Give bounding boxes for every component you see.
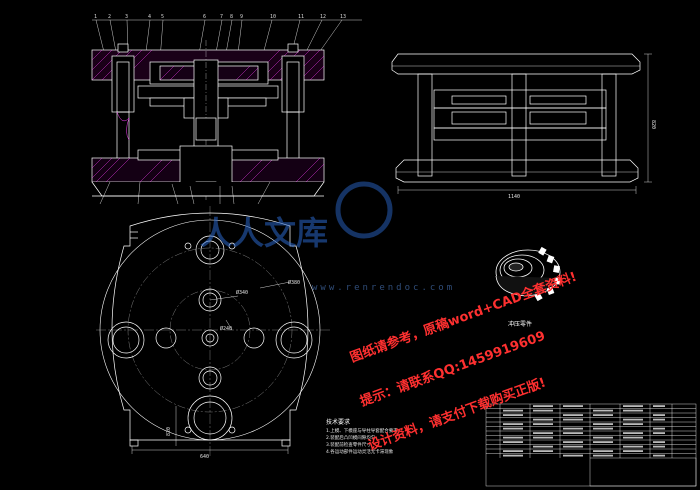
note-4: 4.各运动部件运动灵活无卡滞现象 — [326, 448, 394, 455]
title-block-cell-text — [593, 441, 613, 443]
title-block-cell-text — [563, 432, 583, 434]
title-block-cell-text — [563, 414, 583, 416]
title-block-cell-text — [623, 436, 643, 439]
title-block-cell-text — [653, 454, 665, 457]
watermark-logo-text: 人人文库 — [200, 214, 328, 252]
title-block-cell-text — [563, 418, 583, 421]
plan-left-dim: 820 — [166, 427, 172, 436]
title-block-cell-text — [533, 445, 553, 448]
part-number-label: 10 — [270, 14, 276, 20]
title-block-cell-text — [533, 423, 553, 425]
bottom-leaders — [99, 181, 271, 205]
title-block-cell-text — [653, 441, 665, 443]
title-block-cell-text — [503, 427, 523, 430]
title-block-cell-text — [593, 450, 613, 452]
watermark-logo-icon — [335, 181, 393, 239]
title-block-cell-text — [533, 450, 553, 452]
plan-view — [96, 206, 330, 456]
hatch-bottom-plate — [91, 157, 325, 183]
part-number-label: 2 — [108, 14, 111, 20]
part-isometric — [495, 246, 561, 302]
title-block-cell-text — [593, 436, 613, 439]
title-block-cell-text — [593, 409, 613, 412]
title-block-cell-text — [623, 423, 643, 425]
title-block-cell-text — [503, 454, 523, 457]
title-block-cell-text — [503, 436, 523, 439]
note-1: 1.上模、下模座与导柱导套配合要求 — [326, 427, 398, 434]
title-block-cell-text — [653, 418, 665, 421]
title-block-cell-text — [623, 409, 643, 412]
title-block-cell-text — [563, 445, 583, 448]
title-block-cell-text — [503, 450, 523, 452]
part-number-label: 8 — [230, 14, 233, 20]
title-block-cell-text — [653, 405, 665, 407]
watermark-url: www.renrendoc.com — [312, 283, 455, 293]
title-block-cell-text — [503, 414, 523, 416]
title-block-cell-text — [563, 441, 583, 443]
note-2: 2.装配后凸凹模间隙均匀 — [326, 434, 376, 441]
title-block-cell-text — [623, 418, 643, 421]
part-number-label: 12 — [320, 14, 326, 20]
title-block — [485, 403, 697, 487]
part-number-label: 3 — [125, 14, 128, 20]
section-view — [91, 19, 362, 200]
plan-bottom-dim: 640 — [200, 454, 209, 460]
title-block-cell-text — [503, 441, 523, 443]
title-block-cell-text — [563, 405, 583, 407]
side-height-dim: 820 — [650, 120, 656, 129]
side-view — [391, 53, 652, 194]
part-number-label: 11 — [298, 14, 304, 20]
part-number-label: 4 — [148, 14, 151, 20]
side-width-dim: 1140 — [508, 194, 520, 200]
title-block-cell-text — [593, 427, 613, 430]
part-number-label: 1 — [94, 14, 97, 20]
part-number-label: 6 — [203, 14, 206, 20]
title-block-cell-text — [593, 414, 613, 416]
title-block-cell-text — [623, 450, 643, 452]
part-number-label: 9 — [240, 14, 243, 20]
title-block-cell-text — [653, 427, 665, 430]
title-block-cell-text — [653, 445, 665, 448]
watermark: 人人文库 www.renrendoc.com — [200, 181, 455, 293]
title-block-cell-text — [653, 414, 665, 416]
title-block-cell-text — [533, 409, 553, 412]
plan-diameter-3: Ø380 — [288, 279, 300, 286]
plan-diameter-2: Ø240 — [220, 325, 232, 332]
title-block-cell-text — [593, 454, 613, 457]
title-block-cell-text — [503, 409, 523, 412]
title-block-cell-text — [593, 423, 613, 425]
plan-diameter-1: Ø340 — [236, 289, 248, 296]
title-block-cell-text — [533, 432, 553, 434]
title-block-cell-text — [623, 445, 643, 448]
title-block-cell-text — [533, 418, 553, 421]
part-number-label: 5 — [161, 14, 164, 20]
part-number-label: 13 — [340, 14, 346, 20]
part-label: 冲压零件 — [508, 320, 532, 328]
title-block-cell-text — [653, 432, 665, 434]
title-block-cell-text — [623, 432, 643, 434]
title-block-cell-text — [503, 423, 523, 425]
note-3: 3.装配前检查零件尺寸 — [326, 441, 371, 448]
title-block-cell-text — [563, 427, 583, 430]
leader-lines — [95, 19, 343, 71]
promo-overlay: 图纸请参考，原稿word+CAD全套资料! 提示：请联系QQ:145991960… — [348, 269, 579, 454]
notes-title: 技术要求 — [326, 418, 350, 426]
title-block-cell-text — [563, 454, 583, 457]
title-block-cell-text — [533, 436, 553, 439]
title-block-cell-text — [533, 405, 553, 407]
part-number-label: 7 — [220, 14, 223, 20]
title-block-cell-text — [623, 405, 643, 407]
